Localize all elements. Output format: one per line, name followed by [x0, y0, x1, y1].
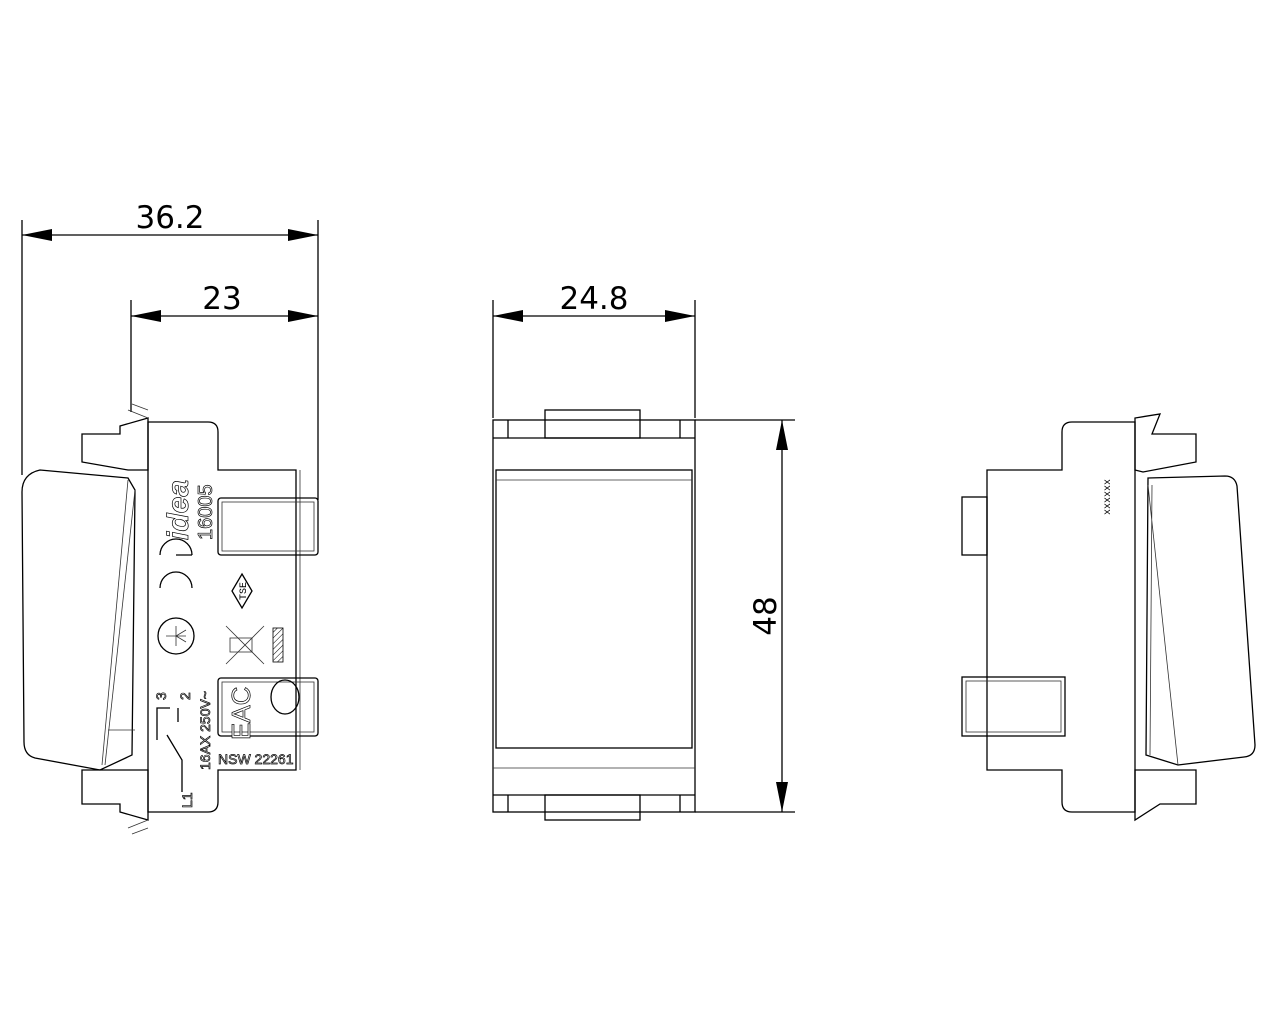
weee-bin-icon [225, 625, 265, 665]
product-code: 16005 [195, 484, 217, 540]
kk-mark-icon [270, 679, 300, 715]
brand-logo: idea [162, 480, 195, 540]
svg-text:L1: L1 [179, 792, 195, 808]
dimension-body-depth: 23 [130, 281, 318, 412]
side-view-left: 36.2 23 idea 16005 [21, 200, 319, 835]
tse-mark-icon: TSE [231, 572, 253, 610]
rocker [21, 469, 136, 771]
rating-text: 16AX 250V~ [197, 691, 213, 770]
dimension-label: 24.8 [559, 281, 628, 317]
dimension-label: 48 [748, 596, 784, 635]
rocker [1145, 475, 1256, 766]
ce-mark-icon [159, 538, 193, 589]
hatched-bar [272, 627, 284, 663]
dimension-label: 23 [202, 281, 241, 317]
dimension-label: 36.2 [135, 200, 204, 236]
front-view: 24.8 48 [492, 281, 795, 821]
svg-text:3: 3 [153, 692, 169, 700]
switch-schematic: L1 3 2 [153, 692, 196, 809]
dimension-front-height: 48 [695, 419, 795, 813]
eac-mark: EAC [226, 687, 256, 740]
certification-circle-icon [157, 617, 195, 655]
rocker-face [495, 469, 693, 749]
placeholder-code: xxxxxx [1103, 479, 1114, 515]
dimension-front-width: 24.8 [492, 281, 696, 418]
side-view-right: xxxxxx [961, 413, 1256, 822]
svg-text:TSE: TSE [239, 582, 250, 600]
svg-text:2: 2 [177, 692, 193, 700]
standard-text: NSW 22261 [218, 751, 294, 767]
dimension-total-width: 36.2 [21, 200, 319, 500]
